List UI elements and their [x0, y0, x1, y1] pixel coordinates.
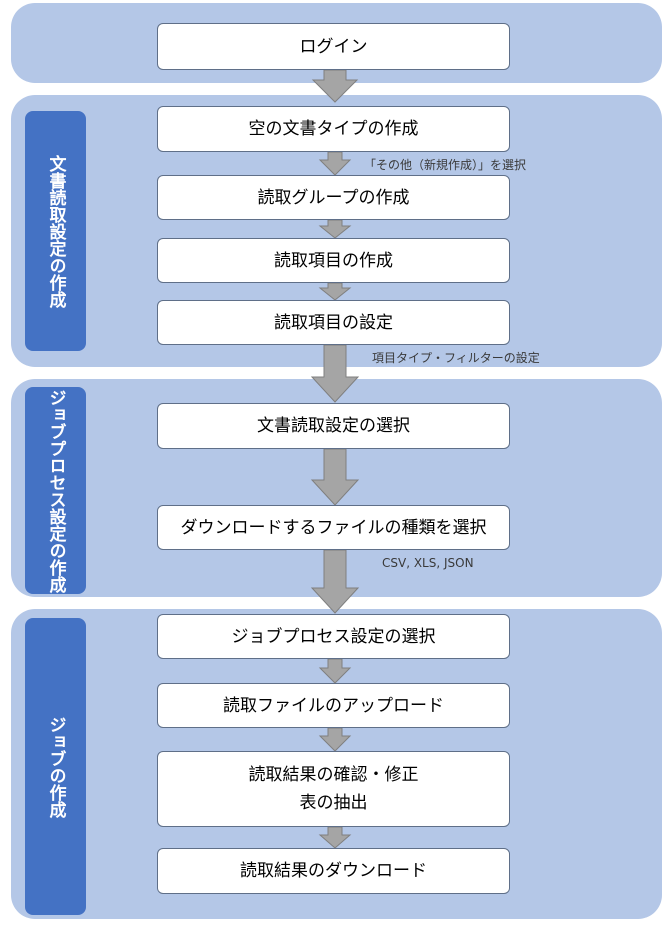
section-label-text: ジョブプロセス設定の作成 [45, 388, 66, 593]
note-item-type-filter-settings: 項目タイプ・フィルターの設定 [372, 351, 540, 365]
section-label-job-process-settings: ジョブプロセス設定の作成 [25, 387, 86, 594]
arrow-down-icon [310, 549, 360, 614]
section-label-text: 文書読取設定の作成 [45, 154, 66, 308]
step-label: 読取項目の作成 [274, 250, 393, 271]
step-label: 読取ファイルのアップロード [223, 695, 444, 716]
arrow-down-icon [318, 151, 352, 176]
section-label-job-creation: ジョブの作成 [25, 618, 86, 915]
arrow-down-icon [318, 219, 352, 239]
step-label-line2: 表の抽出 [299, 793, 368, 813]
note-file-formats: CSV, XLS, JSON [382, 556, 474, 570]
step-upload-reading-file: 読取ファイルのアップロード [157, 683, 510, 728]
step-label: 読取グループの作成 [257, 187, 410, 208]
arrow-down-icon [318, 282, 352, 301]
step-select-job-process-settings: ジョブプロセス設定の選択 [157, 614, 510, 659]
step-label: ダウンロードするファイルの種類を選択 [180, 517, 487, 538]
section-label-text: ジョブの作成 [45, 715, 66, 818]
step-create-reading-item: 読取項目の作成 [157, 238, 510, 283]
step-create-reading-group: 読取グループの作成 [157, 175, 510, 220]
step-login: ログイン [157, 23, 510, 70]
step-label: 文書読取設定の選択 [257, 416, 410, 436]
section-label-document-reading-settings: 文書読取設定の作成 [25, 111, 86, 351]
arrow-down-icon [318, 727, 352, 752]
arrow-down-icon [310, 448, 360, 506]
step-label: ログイン [299, 36, 368, 57]
arrow-down-icon [310, 344, 360, 403]
step-select-document-reading-settings: 文書読取設定の選択 [157, 403, 510, 449]
step-review-results-and-extract-tables: 読取結果の確認・修正 表の抽出 [157, 751, 510, 827]
note-select-other-new: 「その他（新規作成）」を選択 [364, 158, 527, 172]
step-label: 読取項目の設定 [274, 312, 393, 333]
step-create-empty-document-type: 空の文書タイプの作成 [157, 106, 510, 152]
arrow-down-icon [311, 69, 359, 103]
arrow-down-icon [318, 826, 352, 849]
step-download-reading-results: 読取結果のダウンロード [157, 848, 510, 894]
step-configure-reading-item: 読取項目の設定 [157, 300, 510, 345]
step-label: ジョブプロセス設定の選択 [231, 626, 436, 647]
step-label: 空の文書タイプの作成 [248, 119, 419, 139]
step-label-line1: 読取結果の確認・修正 [248, 765, 419, 785]
step-label: 読取結果のダウンロード [240, 861, 427, 881]
step-select-download-file-type: ダウンロードするファイルの種類を選択 [157, 505, 510, 550]
arrow-down-icon [318, 658, 352, 684]
